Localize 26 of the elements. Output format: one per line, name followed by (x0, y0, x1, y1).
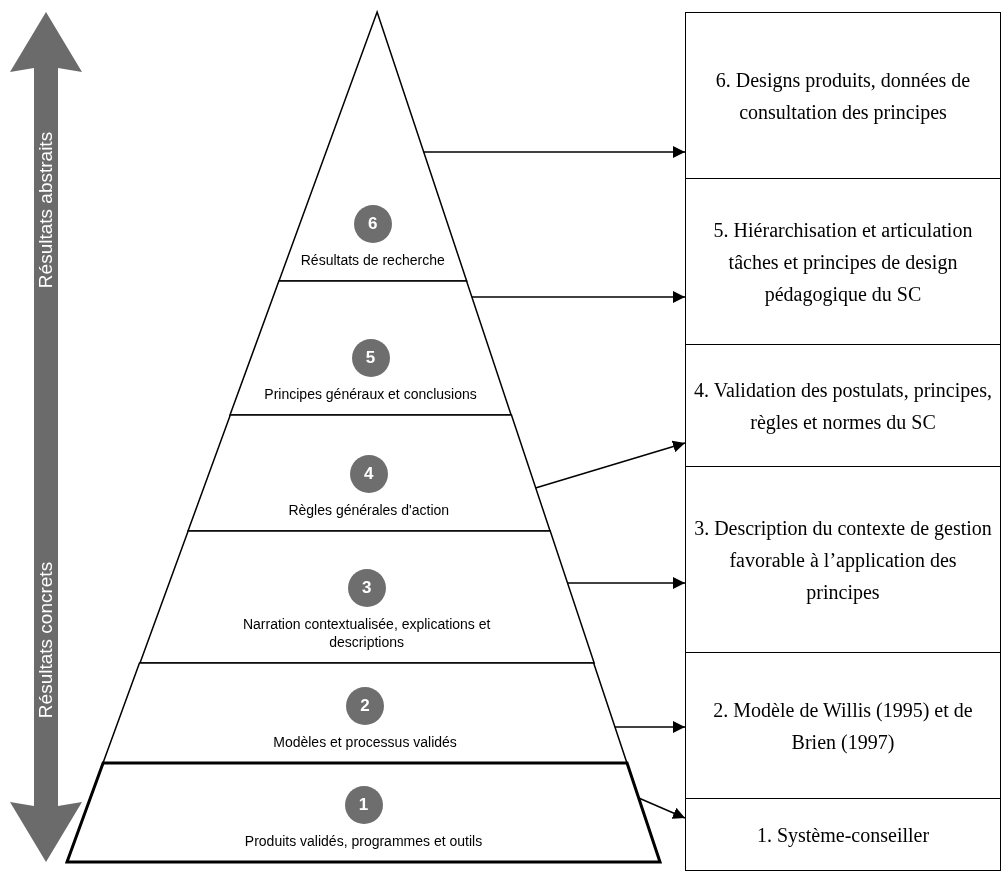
box-text: 2. Modèle de Willis (1995) et de Brien (1997) (712, 697, 974, 756)
layer-label: Modèles et processus validés (272, 732, 458, 751)
layer-label: Principes généraux et conclusions (263, 384, 478, 403)
box-text: 6. Designs produits, données de consultation des principes (714, 68, 972, 126)
layer-label: Produits validés, programmes et outils (243, 831, 484, 850)
result-box (685, 12, 1001, 180)
result-box (685, 344, 1001, 467)
arrow (422, 146, 686, 158)
layer-label: Narration contextualisée, explications et descriptions (241, 614, 492, 651)
result-box (685, 178, 1001, 345)
box-text: 4. Validation des postulats, principes, règles et normes du SC (694, 377, 992, 436)
arrow (637, 797, 686, 819)
box-text: 1. Système-conseiller (756, 822, 930, 849)
arrow (566, 577, 686, 589)
layer-label: Résultats de recherche (299, 250, 446, 269)
arrow (614, 721, 686, 733)
layer-label: Règles générales d'action (287, 500, 451, 519)
axis-label: Résultats abstraits (33, 131, 57, 289)
axis-label: Résultats concrets (33, 561, 57, 719)
box-text: 3. Description du contexte de gestion favorable à l’application des principes (694, 515, 992, 606)
result-box (685, 652, 1001, 799)
result-box (685, 466, 1001, 653)
arrow (471, 291, 686, 303)
result-box (685, 798, 1001, 871)
arrow (534, 440, 686, 489)
box-text: 5. Hiérarchisation et articulation tâches et principes de design pédagogique du SC (712, 217, 974, 308)
